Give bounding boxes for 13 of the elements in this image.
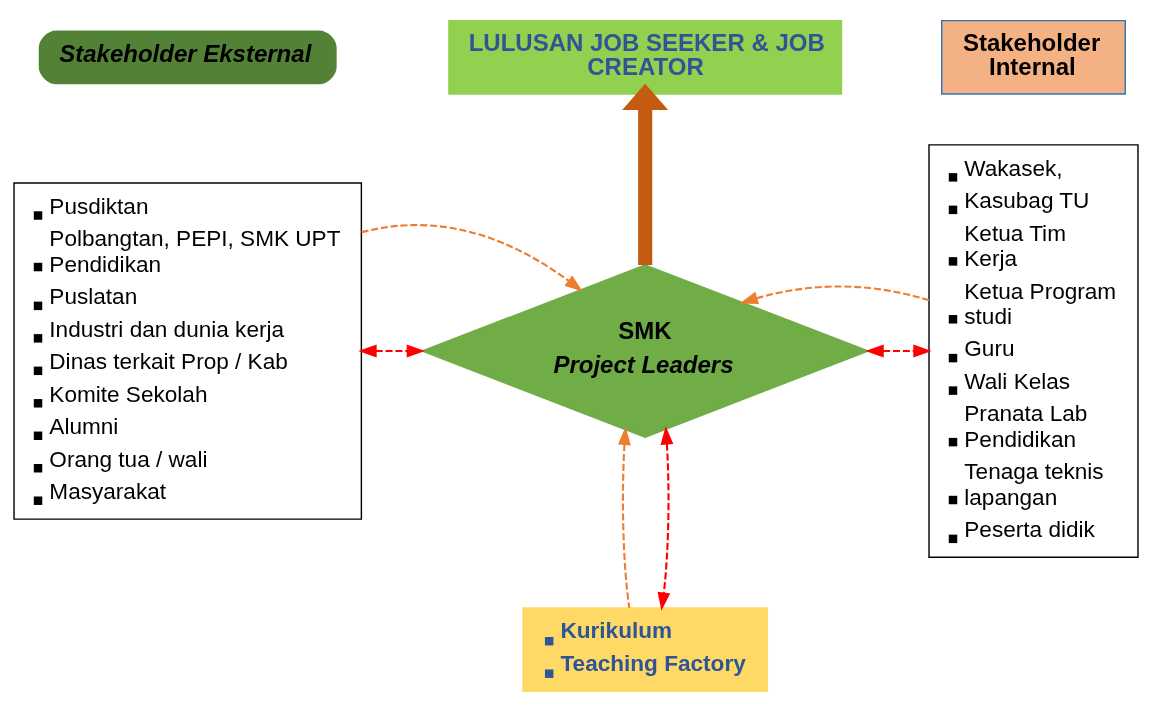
node-box: Wakasek, Kasubag TU Ketua Tim Kerja Ketua Program studi Guru Wali Kelas Pranata Lab Pendidikan Tenaga teknis lapangan Peserta didik — [928, 143, 1139, 558]
arrow — [358, 344, 426, 357]
arrow — [865, 344, 932, 357]
arrow — [739, 284, 930, 304]
arrow — [361, 223, 583, 292]
node-box: Stakeholder Eksternal — [38, 30, 337, 84]
node-box: Stakeholder Internal — [941, 19, 1126, 95]
node-box: Kurikulum Teaching Factory — [522, 606, 769, 692]
arrow — [657, 425, 674, 611]
node-box: Pusdiktan Polbangtan, PEPI, SMK UPT Pendidikan Puslatan Industri dan dunia kerja Dinas terkait Prop / Kab Komite Sekolah Alumni Orang tua / wali Masyarakat — [13, 181, 363, 520]
arrow — [617, 426, 631, 608]
node-box: LULUSAN JOB SEEKER & JOB CREATOR — [448, 19, 843, 95]
arrow — [622, 83, 669, 265]
